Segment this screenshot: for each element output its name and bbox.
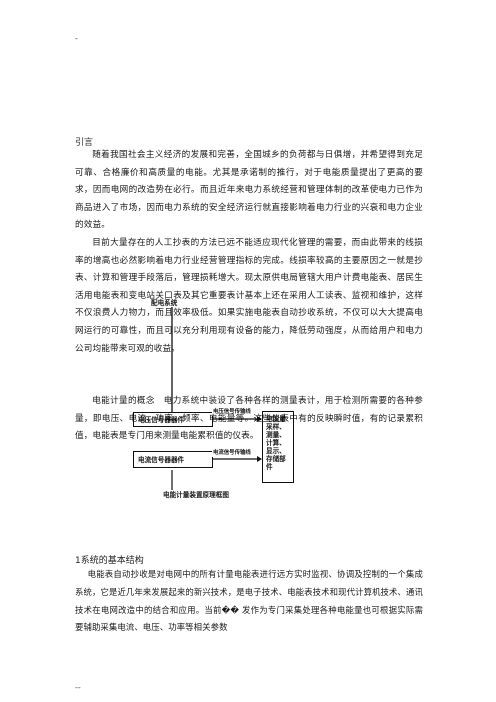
- footer-mark: --: [75, 683, 81, 692]
- paragraph-1: 随着我国社会主义经济的发展和完善，全国城乡的负荷都与日俱增，并希望得到充足可靠、…: [75, 150, 423, 231]
- voltage-signal-box: 电压信号器器件: [133, 412, 213, 427]
- voltage-line-label: 电压信号传输线: [212, 408, 252, 416]
- section-title: 1系统的基本结构: [75, 556, 144, 566]
- current-signal-box: 电流信号器器件: [133, 451, 213, 468]
- diagram-caption: 电能计量装置原理框图: [162, 491, 230, 499]
- paragraph-3: 电能计量的概念 电力系统中装设了各种各样的测量表计，用于检测所需要的各种参量，即…: [75, 396, 423, 442]
- meter-unit-box: 电能量采样、测量、计算、显示、存储部件: [262, 411, 294, 483]
- intro-heading: 引言: [75, 138, 94, 148]
- section-paragraph: 电能表自动抄收是对电网中的所有计量电能表进行远方实时监视、协调及控制的一个集成系…: [75, 569, 423, 633]
- paragraph-2: 目前大量存在的人工抄表的方法已远不能适应现代化管理的需要，而由此带来的线损率的增…: [75, 238, 423, 354]
- header-mark: -: [75, 34, 78, 43]
- diagram-top-label: 配电系统: [150, 299, 179, 307]
- current-line-label: 电流信号传输线: [212, 449, 252, 457]
